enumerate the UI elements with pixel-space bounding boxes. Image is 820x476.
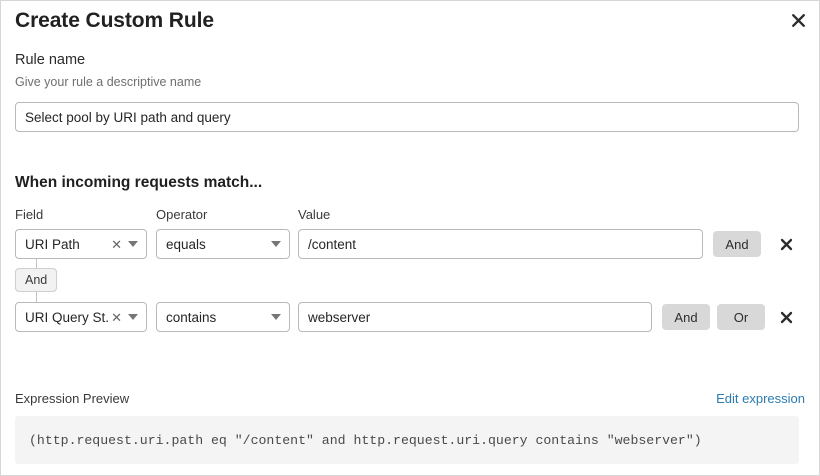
- rule-name-help-text: Give your rule a descriptive name: [15, 75, 202, 89]
- column-header-field: Field: [15, 207, 44, 222]
- value-input[interactable]: [298, 302, 652, 332]
- operator-select-value: equals: [166, 236, 206, 252]
- clear-icon[interactable]: ✕: [111, 309, 122, 325]
- chevron-down-icon: [271, 241, 281, 247]
- edit-expression-link[interactable]: Edit expression: [716, 391, 805, 406]
- value-input[interactable]: [298, 229, 703, 259]
- field-select[interactable]: URI Path ✕: [15, 229, 147, 259]
- condition-row: URI Query St... ✕ contains And Or: [1, 302, 819, 332]
- expression-preview-box: (http.request.uri.path eq "/content" and…: [15, 416, 799, 464]
- connector-and-chip[interactable]: And: [15, 268, 58, 292]
- condition-row: URI Path ✕ equals And: [1, 229, 819, 259]
- rule-name-label: Rule name: [15, 52, 86, 68]
- field-select[interactable]: URI Query St... ✕: [15, 302, 147, 332]
- chevron-down-icon: [271, 314, 281, 320]
- field-select-value: URI Path: [25, 236, 80, 252]
- clear-icon[interactable]: ✕: [111, 236, 122, 252]
- operator-select-value: contains: [166, 309, 217, 325]
- chevron-down-icon: [128, 241, 138, 247]
- rule-name-input[interactable]: [15, 102, 799, 132]
- and-button[interactable]: And: [662, 304, 710, 330]
- and-button[interactable]: And: [713, 231, 761, 257]
- expression-preview-text: (http.request.uri.path eq "/content" and…: [29, 432, 702, 448]
- expression-preview-label: Expression Preview: [15, 391, 130, 406]
- operator-select[interactable]: equals: [156, 229, 290, 259]
- or-button[interactable]: Or: [717, 304, 765, 330]
- column-header-operator: Operator: [156, 207, 208, 222]
- close-icon[interactable]: [785, 7, 811, 33]
- match-section-heading: When incoming requests match...: [15, 174, 263, 191]
- field-select-value: URI Query St...: [25, 309, 110, 325]
- delete-condition-icon[interactable]: [773, 304, 799, 330]
- delete-condition-icon[interactable]: [773, 231, 799, 257]
- operator-select[interactable]: contains: [156, 302, 290, 332]
- column-header-value: Value: [298, 207, 331, 222]
- page-title: Create Custom Rule: [15, 9, 214, 32]
- chevron-down-icon: [128, 314, 138, 320]
